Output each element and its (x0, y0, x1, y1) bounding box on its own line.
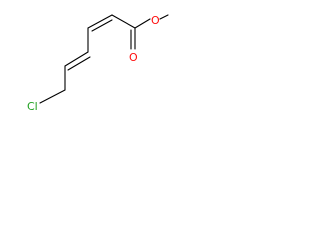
carbonyl-oxygen-label: O (129, 51, 138, 64)
ester-oxygen-label: O (151, 14, 160, 27)
molecule-drawing: Cl O O (27, 14, 169, 113)
bond-c2-c1 (111, 14, 136, 29)
bond-c5-c4 (64, 51, 89, 67)
bond-c5-c4-second (67, 56, 91, 71)
structure-diagram: Cl O O (0, 0, 174, 123)
bond-cl-ch2 (39, 89, 66, 104)
bond-c3-c2-second (91, 19, 113, 32)
bond-c1-ester-o (134, 18, 151, 29)
bond-skeleton (39, 14, 169, 104)
bond-ester-o-methyl (159, 14, 169, 20)
bond-c3-c2 (87, 14, 113, 29)
chlorine-label: Cl (27, 100, 38, 113)
